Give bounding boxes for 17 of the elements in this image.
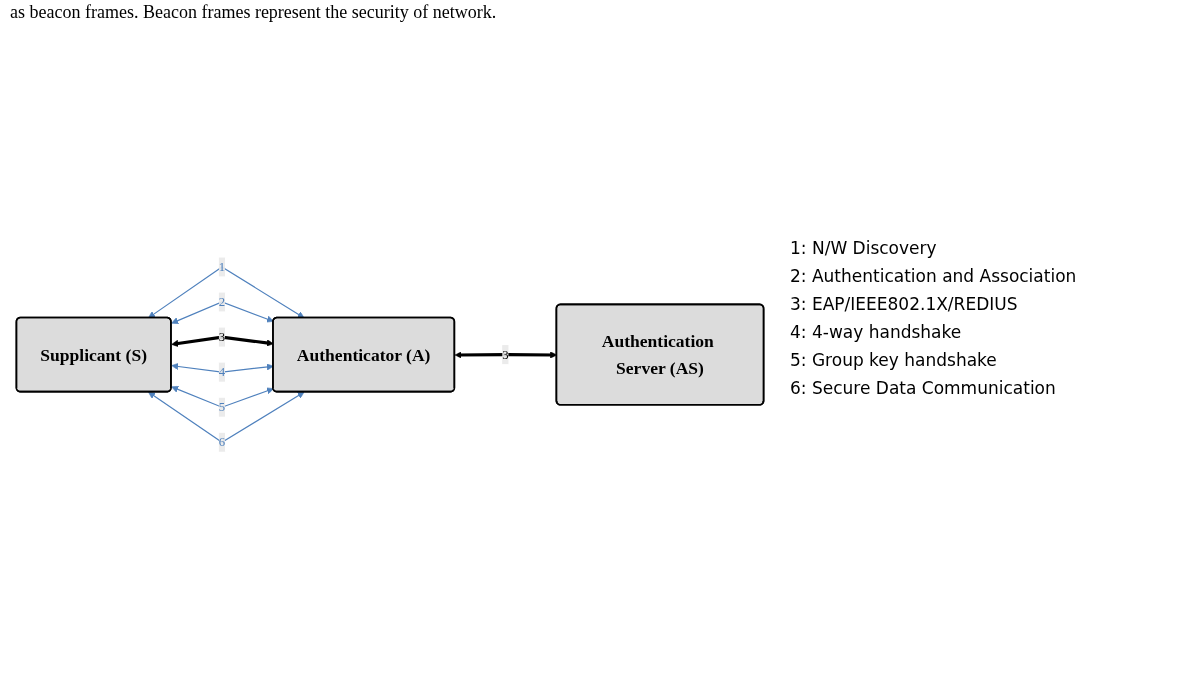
edge-label: 5 [218, 400, 226, 414]
arrow [148, 266, 305, 319]
edge-label: 4 [218, 365, 226, 379]
edge-label: 3 [502, 347, 509, 362]
key-entry: 4: 4-way handshake [790, 322, 963, 342]
arrow [171, 301, 274, 325]
edge-label: 6 [218, 435, 226, 450]
edge-label: 3 [218, 330, 226, 344]
key-entry: 1: N/W Discovery [790, 238, 938, 258]
key-entry: 5: Group key handshake [790, 350, 998, 370]
edge-label: 1 [218, 260, 226, 274]
key-entry: 2: Authentication and Association [790, 266, 1077, 286]
arrow [171, 386, 274, 409]
key-entry: 6: Secure Data Communication [790, 378, 1057, 398]
key-entry: 3: EAP/IEEE802.1X/REDIUS [790, 294, 1019, 314]
body-text: as beacon frames. Beacon frames represent the security of network. [10, 2, 497, 23]
edge-label: 2 [218, 295, 226, 309]
